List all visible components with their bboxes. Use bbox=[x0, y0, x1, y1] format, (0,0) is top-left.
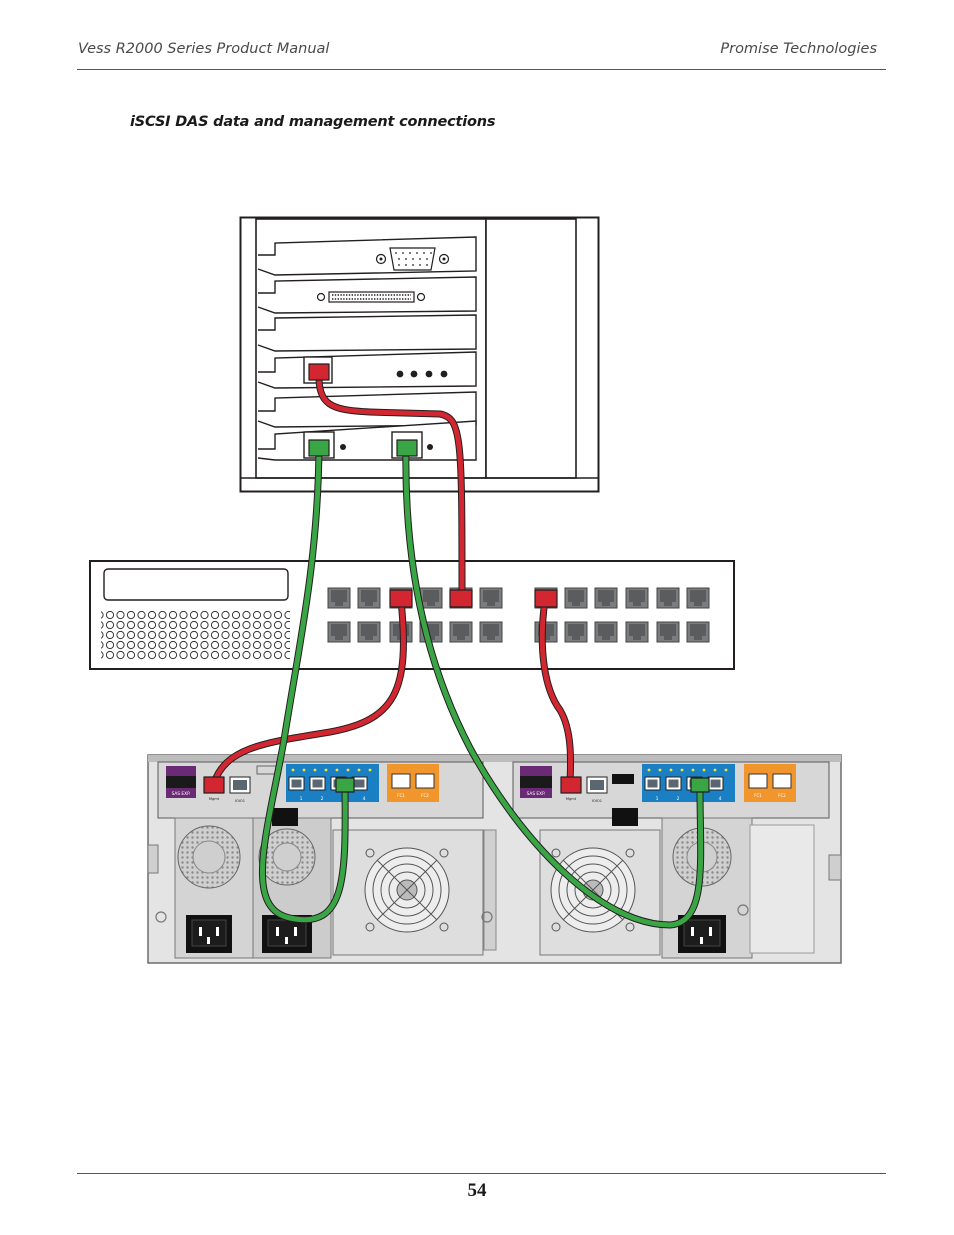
header-company: Promise Technologies bbox=[720, 41, 877, 57]
controller-1: SAS EXP. Mgmt IOIO1 1 2 3 4 FC1 FC2 bbox=[166, 764, 439, 826]
controller-2: SAS EXP. Mgmt IOIO1 1 2 3 4 FC1 FC2 bbox=[520, 764, 796, 826]
mgmt-label-2: Mgmt bbox=[566, 797, 577, 801]
management-cables bbox=[210, 368, 575, 787]
host-computer bbox=[239, 216, 600, 493]
scsi-port bbox=[316, 291, 426, 303]
figure-caption: iSCSI DAS data and management connection… bbox=[130, 114, 496, 130]
cooling-fan-right bbox=[550, 847, 636, 933]
iscsi-mark-1a: 1 bbox=[300, 796, 303, 802]
power-inlets bbox=[186, 915, 726, 953]
iscsi-mark-1b: 1 bbox=[656, 796, 659, 802]
console-label-2: IOIO1 bbox=[592, 799, 602, 803]
footer-rule bbox=[77, 1173, 886, 1174]
sas-exp-label-1: SAS EXP. bbox=[172, 791, 191, 797]
cables bbox=[203, 363, 710, 929]
sas-exp-label-2: SAS EXP. bbox=[527, 791, 546, 797]
header-rule bbox=[77, 69, 886, 70]
iscsi-mark-2a: 2 bbox=[321, 796, 324, 802]
fc1-label-1: FC1 bbox=[397, 793, 405, 798]
host-led-dots bbox=[396, 370, 448, 378]
page-number: 54 bbox=[467, 1180, 487, 1201]
vess-subsystem-rear: SAS EXP. Mgmt IOIO1 1 2 3 4 FC1 FC2 bbox=[147, 754, 842, 964]
fc2-label-2: FC2 bbox=[778, 793, 786, 798]
fc2-label-1: FC2 bbox=[421, 793, 429, 798]
iscsi-mark-2b: 2 bbox=[677, 796, 680, 802]
fc1-label-2: FC1 bbox=[754, 793, 762, 798]
header-manual-title: Vess R2000 Series Product Manual bbox=[78, 41, 330, 57]
vga-port bbox=[375, 247, 450, 271]
iscsi-mark-4b: 4 bbox=[719, 796, 722, 802]
mgmt-label-1: Mgmt bbox=[209, 797, 220, 801]
console-label-1: IOIO1 bbox=[235, 799, 245, 803]
data-cables bbox=[259, 443, 705, 929]
iscsi-mark-4a: 4 bbox=[363, 796, 366, 802]
cooling-fan-left bbox=[364, 847, 450, 933]
cable-plugs bbox=[203, 363, 710, 794]
